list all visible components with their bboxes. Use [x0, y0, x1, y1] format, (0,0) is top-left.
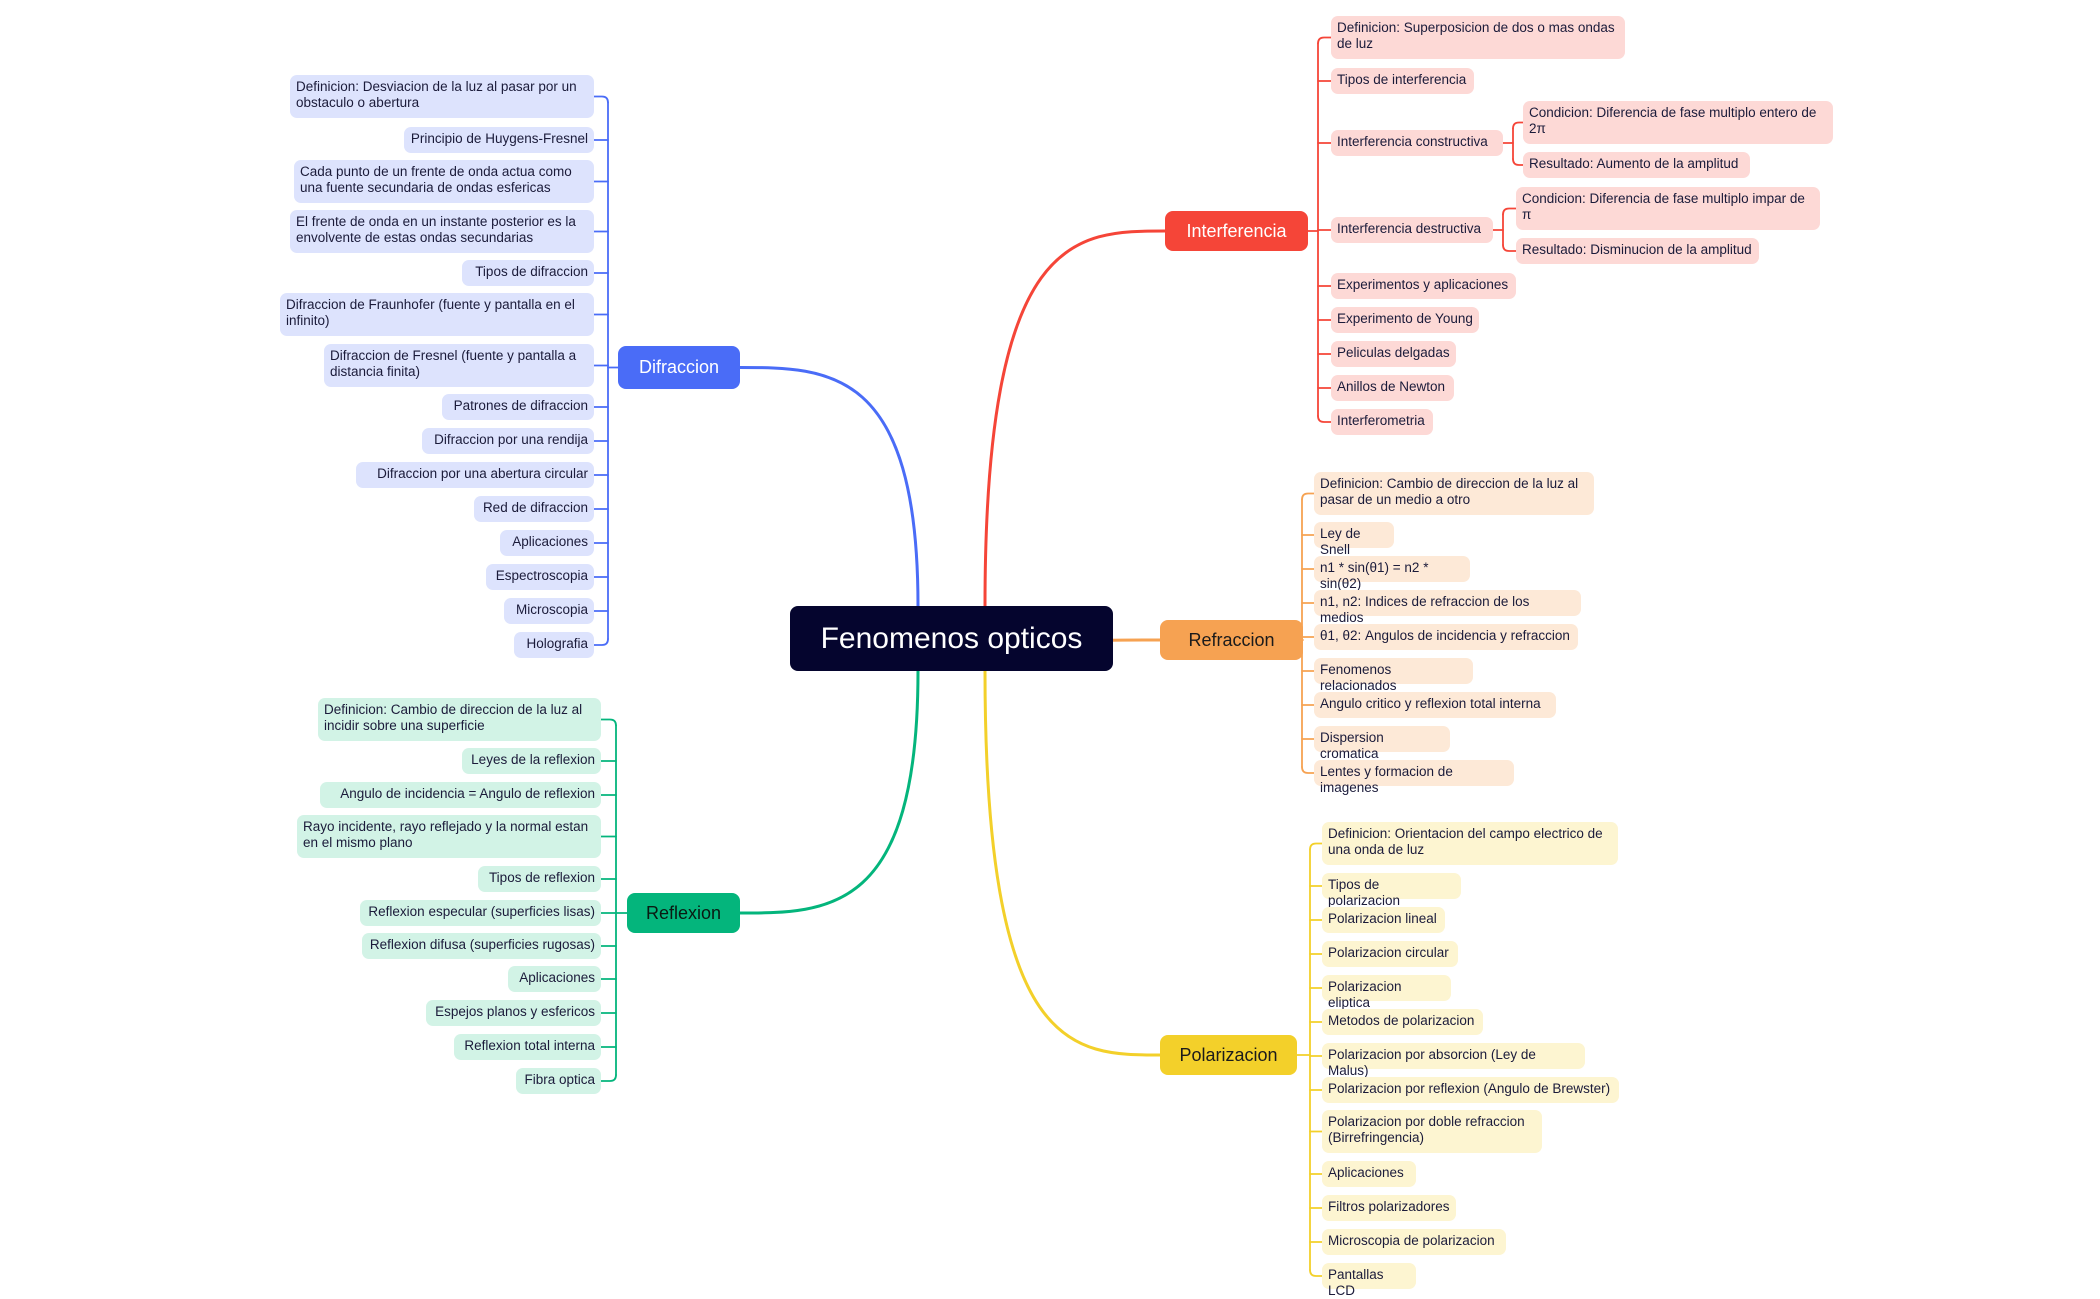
interferencia-item-tipos-de-interferencia[interactable]: Tipos de interferencia: [1331, 68, 1474, 94]
polarizacion-tick-0: [1309, 842, 1323, 851]
polarizacion-item-metodos-de-polarizacion[interactable]: Metodos de polarizacion: [1322, 1009, 1483, 1035]
difraccion-tick-0: [593, 95, 609, 104]
interferencia-sub-2-tick-1: [1512, 158, 1524, 166]
polarizacion-item-polarizacion-eliptica[interactable]: Polarizacion eliptica: [1322, 975, 1451, 1010]
polarizacion-item-pantallas-lcd[interactable]: Pantallas LCD: [1322, 1263, 1416, 1298]
polarizacion-tick-12: [1309, 1269, 1323, 1277]
difraccion-item-holografia[interactable]: Holografia: [514, 632, 594, 658]
difraccion-link: [738, 366, 920, 608]
reflexion-item-fibra-optica[interactable]: Fibra optica: [516, 1068, 601, 1094]
interferencia-item-experimento-de-young[interactable]: Experimento de Young: [1331, 307, 1479, 333]
reflexion-item-reflexion-total-interna[interactable]: Reflexion total interna: [454, 1034, 601, 1060]
difraccion-item-aplicaciones[interactable]: Aplicaciones: [500, 530, 594, 556]
reflexion-item-aplicaciones[interactable]: Aplicaciones: [508, 966, 601, 992]
interferencia-item-peliculas-delgadas[interactable]: Peliculas delgadas: [1331, 341, 1456, 367]
polarizacion-item-polarizacion-circular[interactable]: Polarizacion circular: [1322, 941, 1458, 967]
difraccion-item-principio-de-huygens-fresnel[interactable]: Principio de Huygens-Fresnel: [404, 127, 594, 153]
refraccion-tick-8: [1301, 766, 1315, 774]
reflexion-item-espejos-planos-y-esfericos[interactable]: Espejos planos y esfericos: [426, 1000, 601, 1026]
root-node[interactable]: Fenomenos opticos: [790, 606, 1113, 671]
interferencia-tick-8: [1317, 415, 1332, 423]
reflexion-tick-0: [600, 718, 617, 727]
polarizacion-item-polarizacion-por-absorcion-ley-de-malus[interactable]: Polarizacion por absorcion (Ley de Malus…: [1322, 1043, 1585, 1078]
polarizacion-item-polarizacion-por-reflexion-angulo-de-bre[interactable]: Polarizacion por reflexion (Angulo de Br…: [1322, 1077, 1619, 1103]
reflexion-item-rayo-incidente-rayo-reflejado-y-la-norma[interactable]: Rayo incidente, rayo reflejado y la norm…: [297, 815, 601, 858]
interferencia-subitem-resultado-disminucion-de-la-amplitud[interactable]: Resultado: Disminucion de la amplitud: [1516, 238, 1759, 264]
interferencia-sub-2-tick-0: [1512, 121, 1524, 130]
polarizacion-item-microscopia-de-polarizacion[interactable]: Microscopia de polarizacion: [1322, 1229, 1506, 1255]
interferencia-subitem-condicion-diferencia-de-fase-multiplo-en[interactable]: Condicion: Diferencia de fase multiplo e…: [1523, 101, 1833, 144]
interferencia-subitem-resultado-aumento-de-la-amplitud[interactable]: Resultado: Aumento de la amplitud: [1523, 152, 1750, 178]
difraccion-item-difraccion-por-una-abertura-circular[interactable]: Difraccion por una abertura circular: [356, 462, 594, 488]
branch-reflexion[interactable]: Reflexion: [627, 893, 740, 933]
polarizacion-link: [983, 669, 1162, 1057]
branch-refraccion[interactable]: Refraccion: [1160, 620, 1303, 660]
polarizacion-item-polarizacion-lineal[interactable]: Polarizacion lineal: [1322, 907, 1445, 933]
refraccion-item-ley-de-snell[interactable]: Ley de Snell: [1314, 522, 1394, 557]
branch-interferencia[interactable]: Interferencia: [1165, 211, 1308, 251]
difraccion-item-espectroscopia[interactable]: Espectroscopia: [486, 564, 594, 590]
refraccion-item-1-2-angulos-de-incidencia-y-refraccion[interactable]: θ1, θ2: Angulos de incidencia y refracci…: [1314, 624, 1578, 650]
interferencia-tick-0: [1317, 36, 1332, 45]
reflexion-item-tipos-de-reflexion[interactable]: Tipos de reflexion: [478, 866, 601, 892]
interferencia-link: [983, 229, 1167, 608]
interferencia-sub-3-tick-0: [1502, 207, 1517, 216]
polarizacion-item-tipos-de-polarizacion[interactable]: Tipos de polarizacion: [1322, 873, 1461, 908]
difraccion-item-red-de-difraccion[interactable]: Red de difraccion: [474, 496, 594, 522]
refraccion-tick-0: [1301, 492, 1315, 501]
interferencia-sub-3-tick-1: [1502, 244, 1517, 252]
difraccion-item-microscopia[interactable]: Microscopia: [504, 598, 594, 624]
difraccion-item-difraccion-de-fraunhofer-fuente-y-pantal[interactable]: Difraccion de Fraunhofer (fuente y panta…: [280, 293, 594, 336]
difraccion-item-patrones-de-difraccion[interactable]: Patrones de difraccion: [442, 394, 594, 420]
difraccion-item-definicion-desviacion-de-la-luz-al-pasar[interactable]: Definicion: Desviacion de la luz al pasa…: [290, 75, 594, 118]
difraccion-item-difraccion-por-una-rendija[interactable]: Difraccion por una rendija: [422, 428, 594, 454]
polarizacion-item-polarizacion-por-doble-refraccion-birref[interactable]: Polarizacion por doble refraccion (Birre…: [1322, 1110, 1542, 1153]
reflexion-item-leyes-de-la-reflexion[interactable]: Leyes de la reflexion: [462, 748, 601, 774]
reflexion-link: [738, 669, 920, 915]
refraccion-item-angulo-critico-y-reflexion-total-interna[interactable]: Angulo critico y reflexion total interna: [1314, 692, 1556, 718]
interferencia-item-experimentos-y-aplicaciones[interactable]: Experimentos y aplicaciones: [1331, 273, 1516, 299]
interferencia-item-interferometria[interactable]: Interferometria: [1331, 409, 1433, 435]
polarizacion-item-definicion-orientacion-del-campo-electri[interactable]: Definicion: Orientacion del campo electr…: [1322, 822, 1618, 865]
difraccion-tick-14: [593, 638, 609, 646]
difraccion-item-cada-punto-de-un-frente-de-onda-actua-co[interactable]: Cada punto de un frente de onda actua co…: [294, 160, 594, 203]
polarizacion-item-aplicaciones[interactable]: Aplicaciones: [1322, 1161, 1416, 1187]
difraccion-item-el-frente-de-onda-en-un-instante-posteri[interactable]: El frente de onda en un instante posteri…: [290, 210, 594, 253]
polarizacion-item-filtros-polarizadores[interactable]: Filtros polarizadores: [1322, 1195, 1456, 1221]
reflexion-item-reflexion-difusa-superficies-rugosas[interactable]: Reflexion difusa (superficies rugosas): [362, 933, 601, 959]
interferencia-item-interferencia-constructiva[interactable]: Interferencia constructiva: [1331, 130, 1503, 156]
refraccion-item-n1-sin-1-n2-sin-2[interactable]: n1 * sin(θ1) = n2 * sin(θ2): [1314, 556, 1470, 591]
refraccion-item-n1-n2-indices-de-refraccion-de-los-medio[interactable]: n1, n2: Indices de refraccion de los med…: [1314, 590, 1581, 625]
interferencia-subitem-condicion-diferencia-de-fase-multiplo-im[interactable]: Condicion: Diferencia de fase multiplo i…: [1516, 187, 1820, 230]
branch-difraccion[interactable]: Difraccion: [618, 346, 740, 389]
reflexion-item-reflexion-especular-superficies-lisas[interactable]: Reflexion especular (superficies lisas): [360, 900, 601, 926]
refraccion-item-dispersion-cromatica[interactable]: Dispersion cromatica: [1314, 726, 1450, 761]
interferencia-item-definicion-superposicion-de-dos-o-mas-on[interactable]: Definicion: Superposicion de dos o mas o…: [1331, 16, 1625, 59]
refraccion-item-definicion-cambio-de-direccion-de-la-luz[interactable]: Definicion: Cambio de direccion de la lu…: [1314, 472, 1594, 515]
refraccion-item-lentes-y-formacion-de-imagenes[interactable]: Lentes y formacion de imagenes: [1314, 760, 1514, 795]
reflexion-item-angulo-de-incidencia-angulo-de-reflexion[interactable]: Angulo de incidencia = Angulo de reflexi…: [320, 782, 601, 808]
difraccion-item-difraccion-de-fresnel-fuente-y-pantalla-[interactable]: Difraccion de Fresnel (fuente y pantalla…: [324, 344, 594, 387]
interferencia-item-interferencia-destructiva[interactable]: Interferencia destructiva: [1331, 217, 1493, 243]
interferencia-item-anillos-de-newton[interactable]: Anillos de Newton: [1331, 375, 1454, 401]
reflexion-item-definicion-cambio-de-direccion-de-la-luz[interactable]: Definicion: Cambio de direccion de la lu…: [318, 698, 601, 741]
reflexion-tick-10: [600, 1074, 617, 1082]
refraccion-item-fenomenos-relacionados[interactable]: Fenomenos relacionados: [1314, 658, 1473, 693]
difraccion-item-tipos-de-difraccion[interactable]: Tipos de difraccion: [462, 260, 594, 286]
branch-polarizacion[interactable]: Polarizacion: [1160, 1035, 1297, 1075]
